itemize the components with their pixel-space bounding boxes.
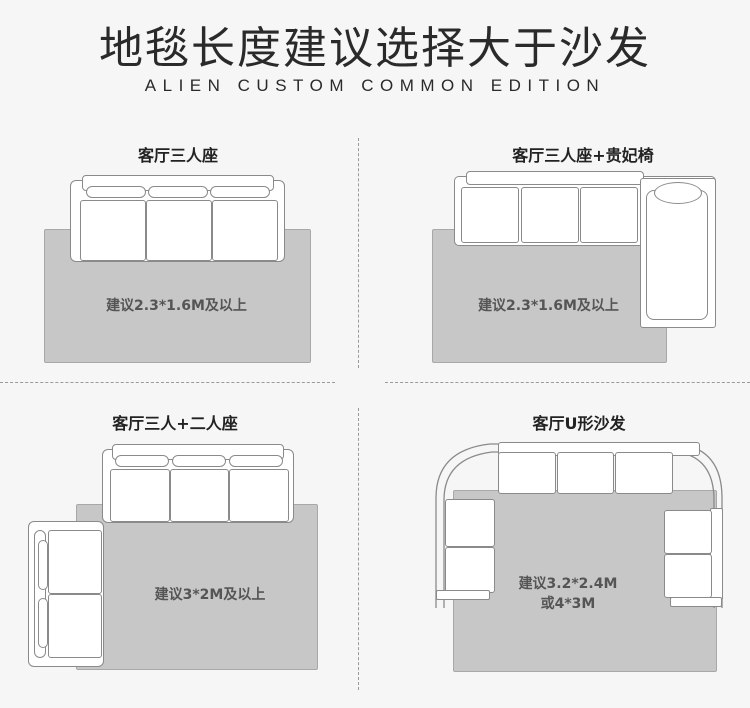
seat-cushion: [170, 469, 229, 522]
seat-cushion: [146, 200, 212, 261]
panel-label: 客厅三人座+贵妃椅: [512, 146, 654, 165]
size-recommendation: 建议2.3*1.6M及以上: [478, 298, 619, 314]
rug: [76, 504, 318, 670]
seat-cushion: [445, 499, 495, 547]
sofa-arm: [670, 597, 722, 607]
seat-cushion: [212, 200, 278, 261]
loveseat-back-cushion: [38, 598, 48, 648]
chaise-pillow: [654, 182, 702, 204]
size-recommendation-line: 或4*3M: [540, 596, 596, 612]
panel-label: 客厅U形沙发: [532, 414, 626, 433]
sofa-back-cushion: [148, 186, 208, 198]
sofa-back-cushion: [229, 455, 283, 467]
sofa-back-cushion: [115, 455, 169, 467]
seat-cushion: [80, 200, 146, 261]
vertical-divider-bottom: [358, 408, 359, 690]
page-subtitle: ALIEN CUSTOM COMMON EDITION: [144, 76, 606, 95]
horizontal-divider-right: [385, 382, 750, 383]
seat-cushion: [229, 469, 289, 522]
seat-cushion: [48, 594, 102, 658]
seat-cushion: [461, 187, 519, 243]
size-recommendation: 建议3.2*2.4M 或4*3M: [500, 574, 636, 614]
seat-cushion: [445, 547, 495, 593]
sofa-back-cushion: [86, 186, 146, 198]
seat-cushion: [498, 452, 556, 494]
seat-cushion: [615, 452, 673, 494]
seat-cushion: [557, 452, 614, 494]
size-recommendation: 建议2.3*1.6M及以上: [106, 298, 247, 314]
seat-cushion: [580, 187, 638, 243]
sofa-back-cushion: [172, 455, 226, 467]
page-title: 地毯长度建议选择大于沙发: [99, 23, 651, 74]
horizontal-divider-left: [0, 382, 335, 383]
sofa-arm: [436, 590, 490, 600]
panel-label: 客厅三人+二人座: [112, 414, 238, 433]
sofa-back-cushion: [210, 186, 270, 198]
seat-cushion: [521, 187, 579, 243]
sofa-backrest: [466, 171, 644, 185]
size-recommendation-line: 建议3.2*2.4M: [518, 576, 618, 592]
vertical-divider-top: [358, 138, 359, 368]
seat-cushion: [664, 510, 712, 554]
seat-cushion: [664, 554, 712, 598]
seat-cushion: [48, 530, 102, 594]
panel-label: 客厅三人座: [137, 146, 218, 165]
seat-cushion: [110, 469, 170, 522]
loveseat-back-cushion: [38, 540, 48, 590]
chaise-cushion: [646, 190, 708, 320]
size-recommendation: 建议3*2M及以上: [154, 587, 266, 603]
rug: [432, 229, 667, 363]
